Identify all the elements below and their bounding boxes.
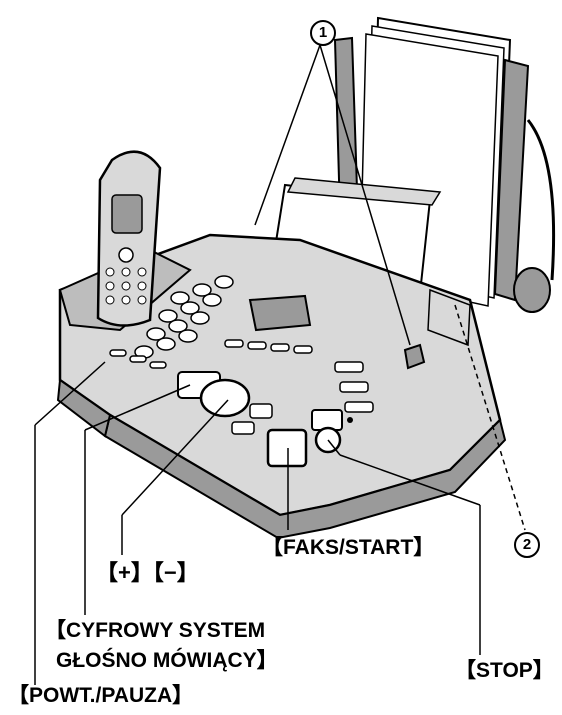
leader-lines [34,44,526,685]
lcd-display [248,294,312,332]
cordless-handset [96,150,162,327]
callout-2-marker: 2 [514,532,540,558]
fax-start-label: 【FAKS/START】 [262,536,435,559]
stop-label: 【STOP】 [455,659,554,682]
function-keys [109,339,374,413]
redial-pause-label: 【POWT./PAUZA】 [8,684,194,707]
document-guide [403,288,471,370]
fax-body [56,233,507,540]
start-stop-buttons [266,409,353,468]
base-keypad [134,275,234,359]
callout-1-marker: 1 [310,20,336,46]
speakerphone-label-line2: GŁOŚNO MÓWIĄCY】 [56,649,278,672]
volume-jog [177,371,273,435]
volume-keys-label: 【+】【−】 [96,560,199,585]
speakerphone-label-line1: 【CYFROWY SYSTEM [45,619,266,642]
